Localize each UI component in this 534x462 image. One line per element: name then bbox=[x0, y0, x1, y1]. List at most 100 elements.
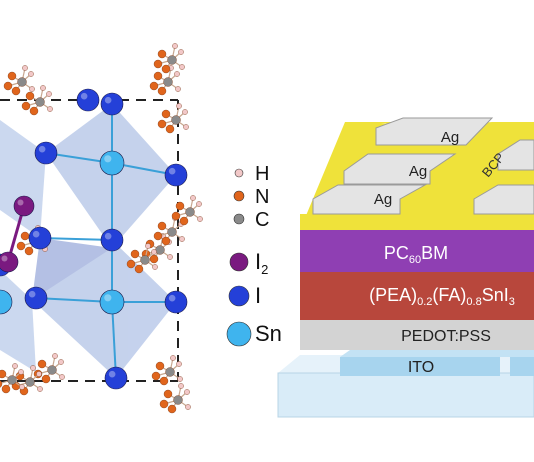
iodine2-legend-marker bbox=[229, 252, 249, 272]
ag-label-middle: Ag bbox=[409, 163, 427, 180]
nitrogen-atom bbox=[161, 109, 171, 119]
iodine-atom bbox=[100, 92, 124, 116]
hydrogen-atom bbox=[47, 106, 53, 112]
ag-electrode-middle bbox=[343, 153, 457, 185]
legend-subscript: 2 bbox=[261, 262, 268, 277]
legend-symbol: H bbox=[255, 163, 269, 185]
carbon-atom bbox=[25, 377, 35, 387]
hydrogen-atom bbox=[37, 386, 43, 392]
atoms bbox=[0, 88, 188, 390]
hydrogen-atom bbox=[36, 371, 42, 377]
ito-layer-right bbox=[510, 357, 534, 376]
hydrogen-atom bbox=[170, 355, 176, 361]
legend-item-carbon: C bbox=[233, 209, 269, 231]
hydrogen-atom bbox=[59, 374, 65, 380]
carbon-atom bbox=[165, 367, 175, 377]
legend-item-iodine2: I2 bbox=[229, 249, 268, 277]
hydrogen-atom bbox=[52, 353, 58, 359]
hydrogen-atom bbox=[151, 249, 157, 255]
nitrogen-atom bbox=[37, 359, 47, 369]
nitrogen-atom bbox=[157, 119, 167, 129]
hydrogen-atom bbox=[19, 384, 25, 390]
nitrogen-atom bbox=[11, 86, 21, 96]
pcbm-label: PC60BM bbox=[384, 243, 448, 266]
nitrogen-atom bbox=[29, 106, 39, 116]
ag-electrode-right-back bbox=[497, 139, 534, 171]
legend-symbol: C bbox=[255, 209, 269, 231]
iodine-atom bbox=[164, 290, 188, 314]
hydrogen-atom bbox=[172, 43, 178, 49]
hydrogen-atom bbox=[197, 216, 203, 222]
iodine-atom-highlight bbox=[168, 167, 176, 175]
hydrogen-atom bbox=[30, 365, 36, 371]
crystal-structure bbox=[0, 43, 203, 414]
iodine-atom bbox=[104, 366, 128, 390]
nitrogen-atom bbox=[0, 369, 7, 379]
nitrogen-atom bbox=[16, 241, 26, 251]
nitrogen-atom bbox=[0, 380, 3, 388]
legend-symbol: N bbox=[255, 186, 269, 208]
nitrogen-atom bbox=[163, 389, 173, 399]
hydrogen-legend-marker bbox=[234, 168, 244, 178]
carbon-atom bbox=[7, 375, 17, 385]
perovskite-layer bbox=[300, 272, 534, 320]
carbon-atom bbox=[185, 207, 195, 217]
nitrogen-atom bbox=[167, 404, 177, 414]
ag-electrode-right bbox=[473, 184, 534, 215]
hydrogen-atom bbox=[178, 49, 184, 55]
nitrogen-atom bbox=[3, 81, 13, 91]
hydrogen-atom bbox=[179, 64, 185, 70]
iodine-atom-highlight bbox=[168, 294, 176, 302]
nitrogen-atom bbox=[159, 399, 169, 409]
iodine-atom-highlight bbox=[32, 230, 40, 238]
iodine-atom-highlight bbox=[104, 232, 112, 240]
ag-label-front: Ag bbox=[374, 191, 392, 208]
iodine-atom bbox=[164, 163, 188, 187]
nitrogen-atom bbox=[171, 211, 181, 221]
nitrogen-atom bbox=[7, 71, 17, 81]
hydrogen-atom bbox=[152, 264, 158, 270]
iodine2-atom-highlight bbox=[1, 255, 8, 262]
ito-label: ITO bbox=[408, 359, 434, 376]
hydrogen-atom bbox=[58, 359, 64, 365]
carbon-atom bbox=[163, 77, 173, 87]
hydrogen-atom bbox=[184, 389, 190, 395]
ag-electrode-front bbox=[312, 184, 427, 215]
hydrogen-atom bbox=[175, 86, 181, 92]
hydrogen-atom bbox=[177, 376, 183, 382]
iodine-atom-highlight bbox=[104, 96, 112, 104]
perovskite-label: (PEA)0.2(FA)0.8SnI3 bbox=[369, 285, 515, 308]
nitrogen-legend-marker bbox=[233, 190, 245, 202]
nitrogen-atom bbox=[151, 371, 161, 381]
iodine2-legend-label: I2 bbox=[255, 249, 268, 277]
hydrogen-atom bbox=[176, 361, 182, 367]
nitrogen-atom bbox=[161, 236, 171, 246]
hydrogen-atom bbox=[185, 404, 191, 410]
nitrogen-atom bbox=[157, 86, 167, 96]
iodine-legend-label: I bbox=[255, 283, 261, 308]
iodine-atom bbox=[34, 141, 58, 165]
hydrogen-atom bbox=[196, 201, 202, 207]
hydrogen-atom bbox=[28, 71, 34, 77]
nitrogen-atom bbox=[20, 231, 30, 241]
nitrogen-atom bbox=[41, 374, 51, 384]
carbon-atom bbox=[35, 97, 45, 107]
tin-atom bbox=[0, 289, 13, 315]
nitrogen-atom bbox=[134, 264, 144, 274]
hydrogen-atom bbox=[174, 71, 180, 77]
ag-label-back: Ag bbox=[441, 129, 459, 146]
hydrogen-atom bbox=[12, 363, 18, 369]
nitrogen-atom bbox=[175, 201, 185, 211]
iodine-atom bbox=[76, 88, 100, 112]
nitrogen-atom bbox=[130, 249, 140, 259]
legend-symbol: Sn bbox=[255, 321, 282, 346]
nitrogen-atom bbox=[126, 259, 136, 269]
nitrogen-atom bbox=[157, 221, 167, 231]
legend-symbol: I bbox=[255, 249, 261, 274]
hydrogen-atom bbox=[176, 103, 182, 109]
octahedron-left-mid bbox=[32, 238, 112, 300]
nitrogen-atom bbox=[155, 361, 165, 371]
tin-atom bbox=[99, 150, 125, 176]
pedot-layer bbox=[300, 320, 534, 350]
carbon-legend-marker bbox=[233, 213, 245, 225]
